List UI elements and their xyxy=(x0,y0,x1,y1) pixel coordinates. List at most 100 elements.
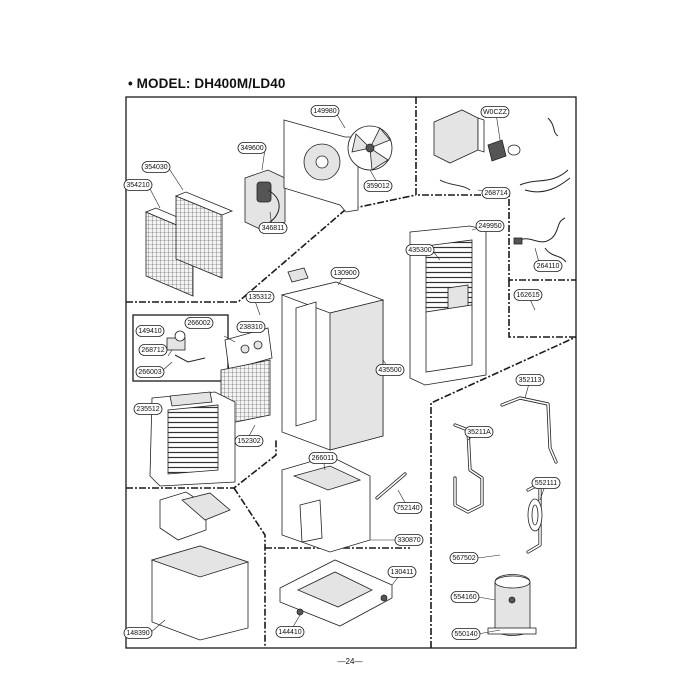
part-label-752140: 752140 xyxy=(393,502,423,514)
part-label-552111: 552111 xyxy=(531,477,561,489)
part-label-text: 266002 xyxy=(187,320,210,327)
section-dividers xyxy=(126,97,577,648)
part-label-text: 149980 xyxy=(313,108,336,115)
part-label-oval xyxy=(308,452,338,464)
part-label-text: 752140 xyxy=(396,505,419,512)
part-label-text: 330870 xyxy=(397,537,420,544)
part-label-text: 354210 xyxy=(126,182,149,189)
condenser-coil xyxy=(174,191,234,279)
part-label-oval xyxy=(135,325,165,337)
fan-blade xyxy=(347,125,393,171)
part-label-oval xyxy=(123,179,153,191)
front-panel xyxy=(149,391,236,487)
part-label-435300: 435300 xyxy=(405,244,435,256)
control-box xyxy=(433,109,521,164)
model-title: • MODEL: DH400M/LD40 xyxy=(128,76,286,91)
part-label-text: 249950 xyxy=(478,223,501,230)
part-label-oval xyxy=(133,403,163,415)
part-label-text: 266003 xyxy=(138,369,161,376)
drain-tube xyxy=(375,472,407,500)
part-label-oval xyxy=(258,222,288,234)
part-label-238310: 238310 xyxy=(236,321,266,333)
part-label-567502: 567502 xyxy=(449,552,479,564)
part-label-oval xyxy=(330,267,360,279)
part-label-text: 268712 xyxy=(141,347,164,354)
part-label-oval xyxy=(515,374,545,386)
part-label-266002: 266002 xyxy=(184,317,214,329)
part-label-text: 130411 xyxy=(391,569,414,576)
part-label-text: 148390 xyxy=(126,630,149,637)
part-label-235512: 235512 xyxy=(133,403,163,415)
part-label-149410: 149410 xyxy=(135,325,165,337)
part-label-554160: 554160 xyxy=(450,591,480,603)
part-label-435500: 435500 xyxy=(375,364,405,376)
part-label-266011: 266011 xyxy=(308,452,338,464)
part-label-text: 349600 xyxy=(240,145,263,152)
part-label-oval xyxy=(236,321,266,333)
part-label-text: 554160 xyxy=(453,594,476,601)
part-label-268712: 268712 xyxy=(138,344,168,356)
part-label-144410: 144410 xyxy=(275,626,305,638)
part-label-oval xyxy=(533,260,563,272)
part-label-550140: 550140 xyxy=(451,628,481,640)
part-label-149980: 149980 xyxy=(310,105,340,117)
part-label-text: 266011 xyxy=(312,455,335,462)
part-label-text: 359012 xyxy=(366,183,389,190)
part-label-oval xyxy=(363,180,393,192)
part-label-249950: 249950 xyxy=(475,220,505,232)
part-label-text: 550140 xyxy=(454,631,477,638)
part-label-text: 435300 xyxy=(408,247,431,254)
bucket-float xyxy=(159,491,231,541)
part-label-oval xyxy=(394,534,424,546)
part-label-130900: 130900 xyxy=(330,267,360,279)
part-label-359012: 359012 xyxy=(363,180,393,192)
diagram-frame xyxy=(125,96,577,649)
part-label-148390: 148390 xyxy=(123,627,153,639)
part-label-268714: 268714 xyxy=(481,187,511,199)
part-label-text: 552111 xyxy=(535,480,557,487)
part-label-oval xyxy=(138,344,168,356)
part-label-264110: 264110 xyxy=(533,260,563,272)
part-label-w0czz: W0CZZ xyxy=(480,106,510,118)
wiring-harness xyxy=(439,117,571,263)
part-label-oval xyxy=(310,105,340,117)
part-label-text: W0CZZ xyxy=(483,109,508,116)
part-label-35211a: 35211A xyxy=(464,426,494,438)
display-pcb xyxy=(224,327,273,371)
part-label-oval xyxy=(234,435,264,447)
part-label-oval xyxy=(184,317,214,329)
part-label-text: 35211A xyxy=(467,429,491,436)
rear-grille-panel xyxy=(409,225,487,386)
part-label-162615: 162615 xyxy=(513,289,543,301)
main-cabinet xyxy=(280,267,385,451)
fan-shroud xyxy=(283,119,359,213)
part-label-330870: 330870 xyxy=(394,534,424,546)
part-label-152302: 152302 xyxy=(234,435,264,447)
part-label-oval xyxy=(405,244,435,256)
part-label-354210: 354210 xyxy=(123,179,153,191)
part-label-text: 135312 xyxy=(248,294,271,301)
compressor xyxy=(487,574,537,636)
part-label-oval xyxy=(387,566,417,578)
part-label-text: 435500 xyxy=(378,367,401,374)
part-label-text: 162615 xyxy=(516,292,539,299)
water-bucket xyxy=(150,545,250,641)
part-label-text: 354030 xyxy=(144,164,167,171)
part-label-oval xyxy=(481,187,511,199)
part-label-oval xyxy=(245,291,275,303)
part-label-oval xyxy=(393,502,423,514)
part-label-text: 264110 xyxy=(537,263,560,270)
part-label-354030: 354030 xyxy=(141,161,171,173)
part-label-oval xyxy=(375,364,405,376)
part-label-text: 268714 xyxy=(484,190,507,197)
part-label-oval xyxy=(480,106,510,118)
part-label-oval xyxy=(450,591,480,603)
part-label-text: 235512 xyxy=(136,406,159,413)
part-label-oval xyxy=(464,426,494,438)
part-label-text: 352113 xyxy=(519,377,542,384)
fan-motor xyxy=(244,169,286,231)
part-label-oval xyxy=(475,220,505,232)
part-label-oval xyxy=(275,626,305,638)
part-label-oval xyxy=(449,552,479,564)
